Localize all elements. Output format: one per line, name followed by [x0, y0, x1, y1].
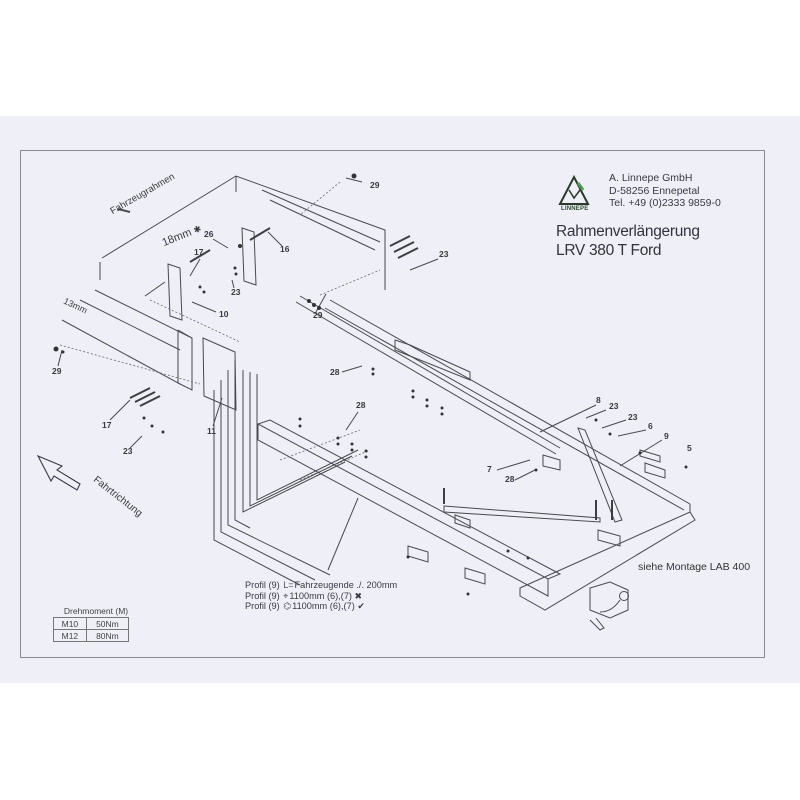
- check-mark-icon: ✔: [357, 601, 366, 611]
- part-number-label: 17: [194, 247, 204, 257]
- part-number-label: 16: [280, 244, 290, 254]
- diagonal-strut: [577, 427, 623, 523]
- plate-10: [167, 263, 183, 321]
- part-number-label: 11: [207, 426, 216, 436]
- part-number-label: 23: [231, 287, 241, 297]
- plate-16: [241, 227, 257, 286]
- bolt-size: M10: [53, 617, 87, 630]
- part-number-label: 29: [313, 310, 323, 320]
- table-row: M12 80Nm: [53, 629, 130, 642]
- cross-mark-icon: ✖: [354, 590, 363, 601]
- part-number-label: 5: [687, 443, 692, 453]
- part-number-label: 7: [487, 464, 492, 474]
- linnepe-logo-icon: [558, 174, 590, 205]
- bolt-size: M12: [53, 629, 87, 642]
- company-name: A. Linnepe GmbH: [609, 172, 693, 184]
- part-number-label: 28: [505, 474, 515, 484]
- cut-symbol-icon: ⌖: [283, 590, 289, 601]
- see-montage-note: siehe Montage LAB 400: [638, 561, 751, 573]
- paper-sheet: [0, 116, 800, 683]
- part-number-label: 29: [52, 366, 62, 376]
- company-address: D-58256 Ennepetal: [609, 184, 700, 197]
- part-number-label: 8: [596, 395, 601, 405]
- title-line-1: Rahmenverlängerung: [556, 223, 700, 240]
- part-number-label: 28: [330, 367, 340, 377]
- torque-value: 80Nm: [85, 629, 130, 642]
- company-info: A. Linnepe GmbH D-58256 Ennepetal Tel. +…: [609, 172, 721, 210]
- part-number-label: 9: [664, 431, 669, 441]
- torque-value: 50Nm: [85, 617, 130, 630]
- title-line-2: LRV 380 T Ford: [556, 242, 662, 259]
- part-number-label: 23: [439, 249, 449, 259]
- part-number-label: 10: [219, 309, 229, 319]
- direction-arrow-icon: [36, 454, 81, 491]
- profile-symbol-icon: ⌬: [283, 601, 292, 611]
- profile-note-3: Profil (9) ⌬1100mm (6),(7) ✔: [245, 601, 366, 611]
- document-title: Rahmenverlängerung LRV 380 T Ford: [556, 222, 700, 260]
- part-number-label: 23: [628, 412, 638, 422]
- rear-cross-member: [519, 511, 696, 611]
- table-row: M10 50Nm: [53, 617, 130, 630]
- part-number-label: 17: [102, 420, 112, 430]
- part-number-label: 29: [370, 180, 380, 190]
- part-number-label: 23: [609, 401, 619, 411]
- part-number-label: 26: [204, 229, 214, 239]
- torque-caption: Drehmoment (M): [63, 606, 129, 616]
- tow-hitch-bracket: [589, 581, 629, 619]
- part-number-label: 23: [123, 446, 133, 456]
- profile-note-2: Profil (9) ⌖1100mm (6),(7) ✖: [245, 590, 363, 601]
- vehicle-frame-outline: [101, 175, 386, 290]
- length-symbol-icon: L=: [283, 580, 294, 590]
- part-number-label: 6: [648, 421, 653, 431]
- drawing-frame: [20, 150, 765, 658]
- torque-table: Drehmoment (M) M10 50Nm M12 80Nm: [53, 606, 130, 642]
- profile-note-1: Profil (9) L=Fahrzeugende ./. 200mm: [245, 580, 398, 590]
- tie-bar: [443, 505, 601, 523]
- side-beam: [256, 419, 562, 580]
- part-number-label: 28: [356, 400, 366, 410]
- logo-text: LINNEPE: [561, 206, 589, 212]
- plate-11: [202, 337, 237, 411]
- profile-notes: Profil (9) L=Fahrzeugende ./. 200mm Prof…: [245, 580, 397, 612]
- company-phone: Tel. +49 (0)2333 9859-0: [609, 197, 721, 209]
